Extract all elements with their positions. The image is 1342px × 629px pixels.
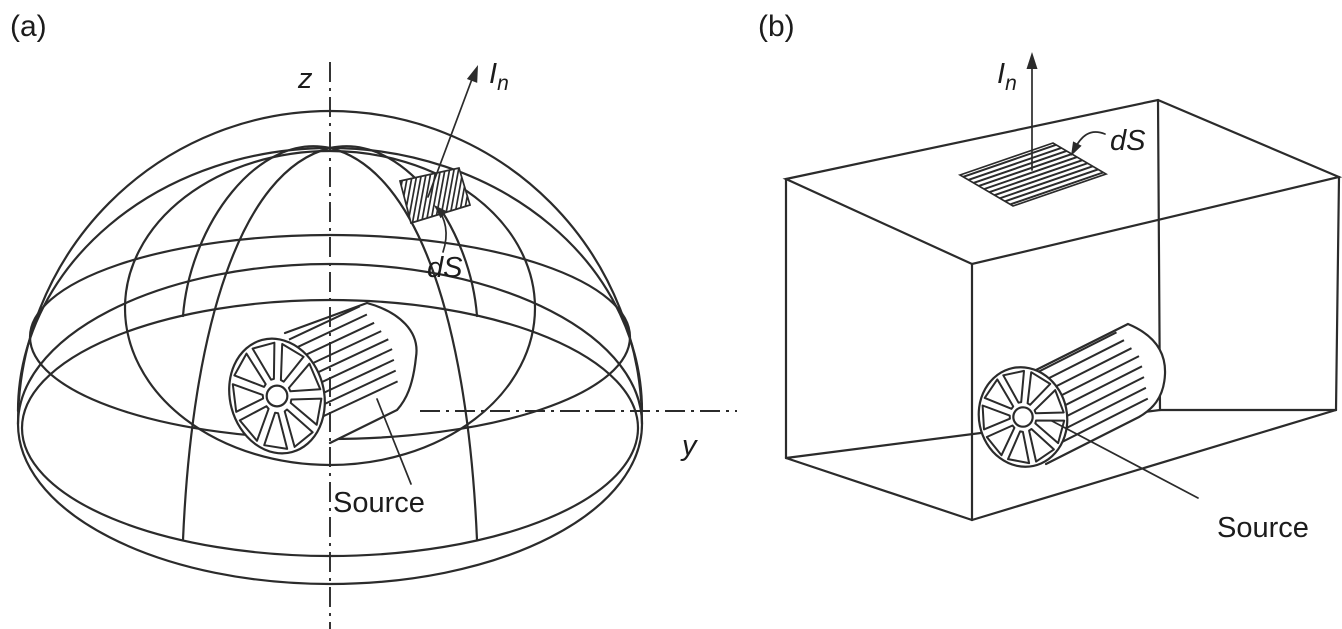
source-leader-a <box>376 398 412 485</box>
lamp-b-fan-face <box>977 366 1069 468</box>
in-arrow-stem <box>427 70 476 198</box>
in-label-a-sub: n <box>497 72 509 95</box>
ds-patch-outline <box>398 166 472 225</box>
in-label-b: In <box>997 58 1017 95</box>
panel-b: (b) dS In Source <box>758 10 1342 544</box>
source-lamp-a <box>228 301 418 455</box>
z-axis-label: z <box>297 63 313 95</box>
dome-meridian-right <box>181 145 479 542</box>
box-edge-right-vertical <box>1334 175 1341 412</box>
y-axis-label: y <box>680 430 698 462</box>
in-label-a: In <box>489 58 509 95</box>
box-floor-front-left <box>784 456 974 522</box>
lamp-body-outline <box>283 301 418 445</box>
in-arrowhead-icon <box>466 65 478 83</box>
ds-label-a: dS <box>427 252 463 284</box>
ds-label-b: dS <box>1110 125 1146 157</box>
ds-leader-arrowhead-icon <box>434 205 448 219</box>
source-label-b: Source <box>1217 512 1309 544</box>
ds-leader-b-arrowhead-icon <box>1071 141 1082 156</box>
dome-meridian-left <box>181 145 479 542</box>
source-label-a: Source <box>333 487 425 519</box>
lamp-b-body-outline <box>1032 322 1167 466</box>
panel-a-tag: (a) <box>10 10 47 43</box>
in-label-b-sub: n <box>1005 72 1017 95</box>
in-arrowhead-b-icon <box>1026 52 1038 69</box>
panel-b-tag: (b) <box>758 10 795 43</box>
panel-a: (a) z y dS In Source <box>10 10 737 629</box>
box-floor-front-right <box>970 408 1338 522</box>
source-lamp-b <box>977 322 1167 468</box>
in-label-a-main: I <box>489 58 497 90</box>
ds-patch-b-outline <box>957 142 1109 207</box>
ds-leader-b <box>1071 131 1106 156</box>
in-arrow-b <box>1026 52 1038 171</box>
in-arrow-a <box>427 65 478 198</box>
lamp-fan-face <box>228 337 326 455</box>
ds-leader-a <box>434 205 448 253</box>
in-label-b-main: I <box>997 58 1005 90</box>
source-leader-b <box>1051 420 1199 499</box>
